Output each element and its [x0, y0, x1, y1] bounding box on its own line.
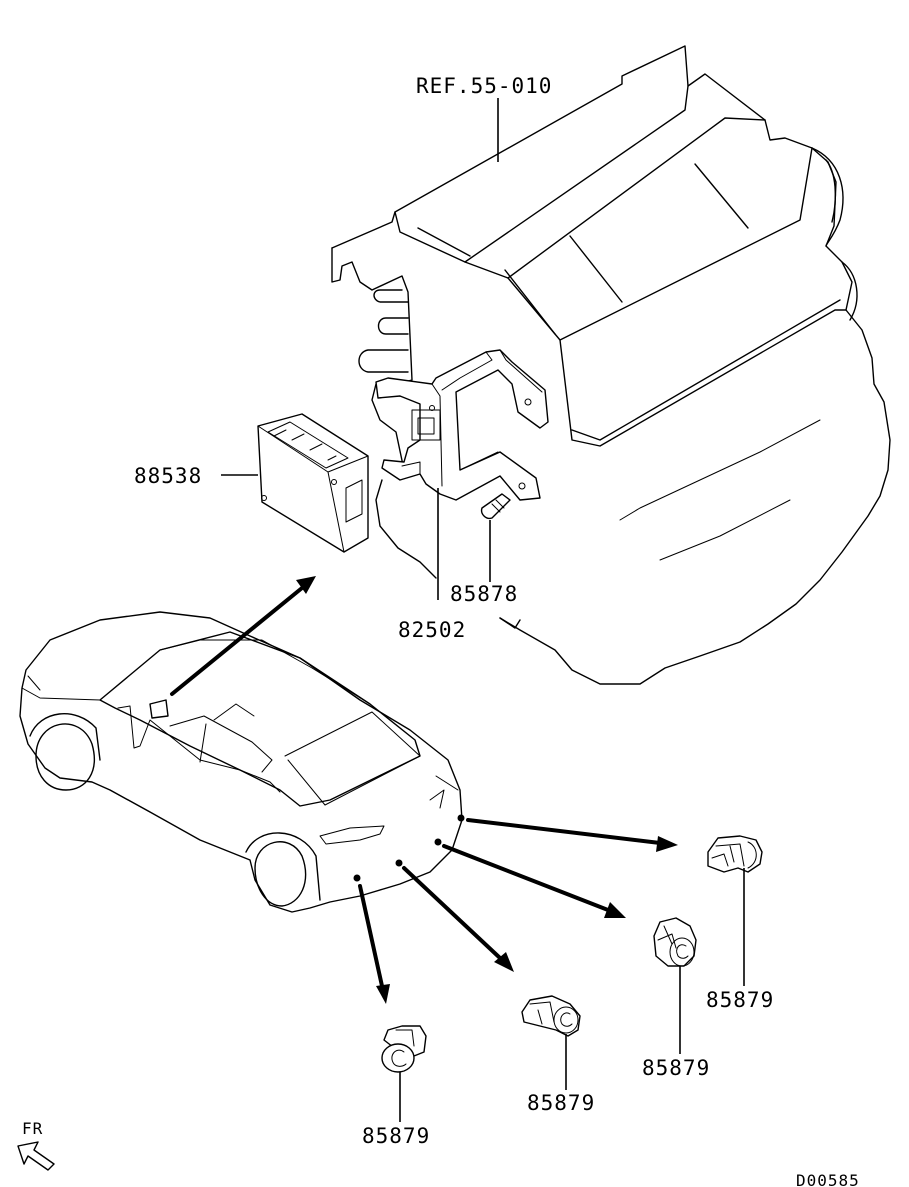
- engine-assembly-drawing: [331, 45, 891, 685]
- arrow-to-sensor-2: [442, 844, 626, 918]
- sensor-2-part-number: 85879: [642, 1056, 710, 1080]
- arrow-to-sensor-1: [466, 818, 678, 852]
- direction-label: FR: [22, 1119, 43, 1138]
- sensor-3-part-number: 85879: [527, 1091, 595, 1115]
- sensor-3-drawing: [521, 995, 581, 1037]
- bolt-part-number: 85878: [450, 582, 518, 606]
- sensor-4-drawing: [381, 1025, 427, 1073]
- front-direction-arrow-icon: [17, 1141, 55, 1171]
- arrow-to-sensor-4: [358, 884, 390, 1004]
- sensor-2-drawing: [653, 917, 697, 967]
- bolt-drawing: [480, 493, 511, 520]
- car-drawing: [19, 611, 465, 913]
- drawing-id: D00585: [796, 1171, 860, 1187]
- sensor-1-part-number: 85879: [706, 988, 774, 1012]
- bracket-drawing: [375, 349, 549, 501]
- arrow-to-sensor-3: [402, 866, 514, 972]
- ref-label: REF.55-010: [416, 74, 552, 98]
- sensor-4-part-number: 85879: [362, 1124, 430, 1148]
- control-unit-part-number: 88538: [134, 464, 202, 488]
- sensor-1-drawing: [707, 835, 763, 873]
- bracket-part-number: 82502: [398, 618, 466, 642]
- control-unit-drawing: [257, 413, 369, 553]
- arrow-to-control-unit: [170, 576, 316, 696]
